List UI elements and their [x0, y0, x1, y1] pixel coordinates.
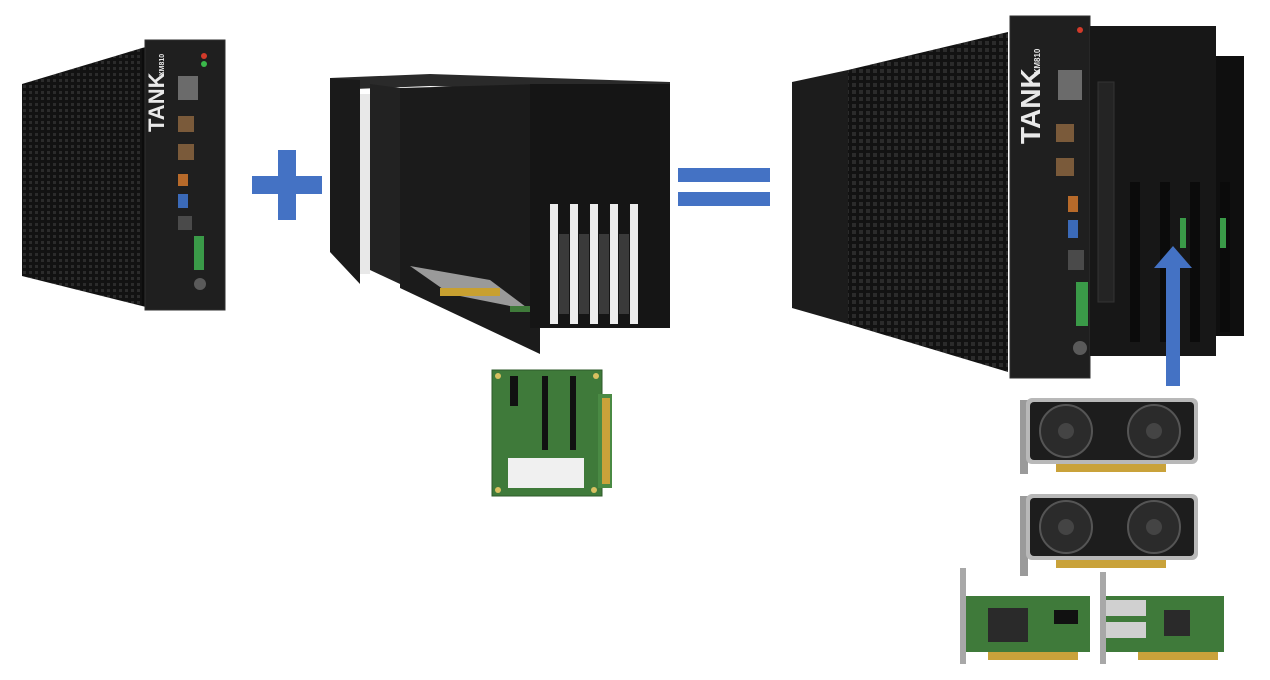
model-label-expanded: XM810	[1033, 48, 1042, 74]
gpu-card	[1016, 394, 1202, 478]
gpu-card	[1016, 490, 1202, 580]
expansion-chassis	[330, 74, 675, 354]
model-label: XM810	[159, 54, 166, 76]
brand-label-expanded: TANK	[1015, 68, 1046, 144]
plus-icon	[252, 150, 322, 220]
backplane-board	[490, 368, 614, 500]
tank-xm810-expanded-system: TANK XM810	[788, 12, 1248, 384]
arrow-up-icon	[1154, 246, 1192, 386]
brand-label: TANK	[144, 72, 169, 132]
raid-controller-card	[958, 566, 1094, 666]
equals-icon	[678, 168, 770, 208]
network-adapter-card	[1098, 570, 1228, 666]
tank-xm810-base-unit: TANK XM810	[10, 36, 230, 316]
